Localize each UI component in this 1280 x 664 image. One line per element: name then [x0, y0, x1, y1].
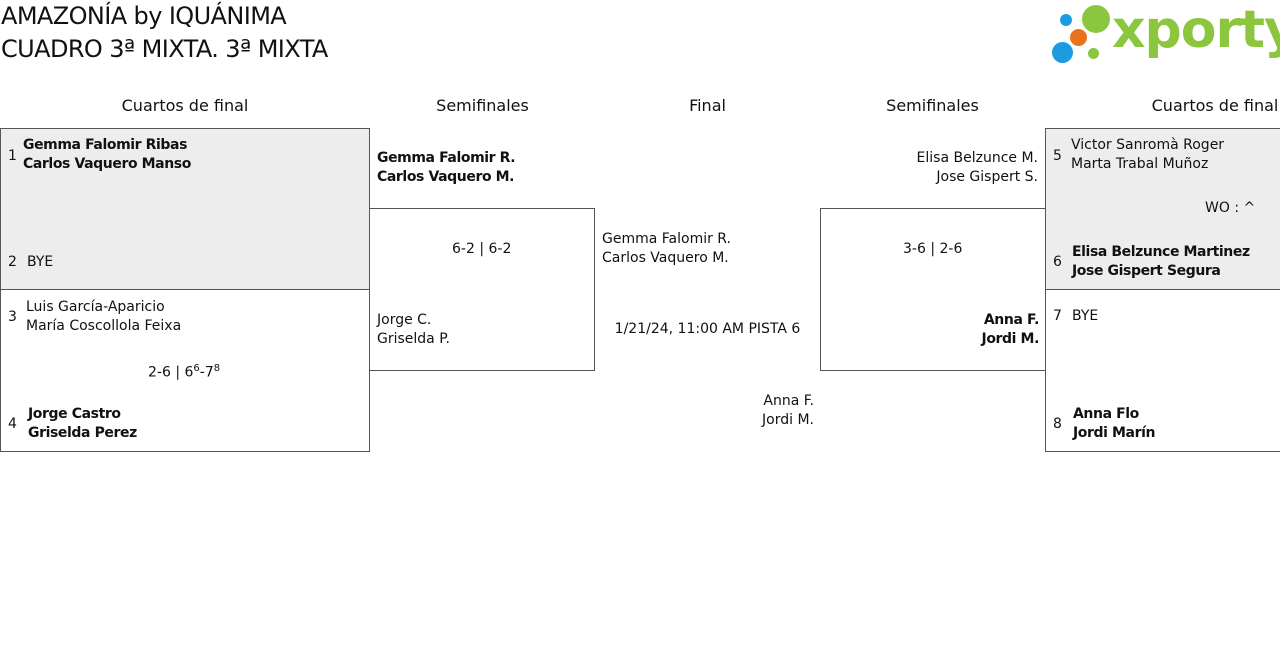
player-name[interactable]: Marta Trabal Muñoz	[1071, 156, 1209, 172]
match-score: WO : ^	[1205, 200, 1256, 216]
tiebreak-score: 8	[213, 363, 221, 374]
player-name[interactable]: Luis García-Aparicio	[26, 299, 165, 315]
seed-number: 5	[1053, 148, 1062, 164]
xporty-logo: xporty	[1050, 0, 1280, 68]
final-schedule: 1/21/24, 11:00 AM PISTA 6	[614, 321, 801, 337]
player-name[interactable]: Elisa Belzunce Martinez	[1072, 244, 1250, 260]
player-name[interactable]: Carlos Vaquero M.	[377, 169, 515, 185]
player-name[interactable]: Griselda Perez	[28, 425, 137, 441]
tiebreak-score: 6	[193, 363, 200, 374]
logo-dot-blue-small	[1060, 14, 1072, 26]
seed-number: 3	[8, 309, 17, 325]
finalist-name[interactable]: Anna F.	[763, 393, 814, 409]
bye-label: BYE	[27, 254, 54, 270]
player-name[interactable]: Jose Gispert S.	[936, 169, 1038, 185]
match-score: 6-2 | 6-2	[452, 241, 512, 257]
match-score: 2-6 | 66-78	[148, 363, 220, 381]
player-name[interactable]: Carlos Vaquero Manso	[23, 156, 191, 172]
tournament-title: AMAZONÍA by IQUÁNIMA	[1, 2, 287, 30]
left-quarter-match-1[interactable]: 1 Gemma Falomir Ribas Carlos Vaquero Man…	[0, 128, 370, 290]
player-name[interactable]: María Coscollola Feixa	[26, 318, 182, 334]
player-name[interactable]: Gemma Falomir Ribas	[23, 137, 188, 153]
score-sets: 2-6 | 6	[148, 364, 194, 381]
player-name[interactable]: Anna F.	[983, 312, 1040, 328]
logo-dot-green-small	[1088, 48, 1099, 59]
player-name[interactable]: Jorge C.	[377, 312, 432, 328]
left-quarter-match-2[interactable]: 3 Luis García-Aparicio María Coscollola …	[0, 289, 370, 452]
right-quarter-match-2[interactable]: 7 BYE 8 Anna Flo Jordi Marín	[1045, 289, 1280, 452]
right-quarter-match-1[interactable]: 5 Victor Sanromà Roger Marta Trabal Muño…	[1045, 128, 1280, 290]
finalist-name[interactable]: Carlos Vaquero M.	[602, 250, 729, 266]
bye-label: BYE	[1072, 308, 1099, 324]
seed-number: 6	[1053, 254, 1062, 270]
seed-number: 4	[8, 416, 17, 432]
finalist-name[interactable]: Gemma Falomir R.	[602, 231, 731, 247]
player-name[interactable]: Jose Gispert Segura	[1072, 263, 1221, 279]
column-header-left-semis: Semifinales	[436, 96, 529, 115]
logo-dot-orange	[1070, 29, 1087, 46]
match-score: 3-6 | 2-6	[903, 241, 963, 257]
player-name[interactable]: Elisa Belzunce M.	[916, 150, 1038, 166]
column-header-left-quarters: Cuartos de final	[121, 96, 249, 115]
player-name[interactable]: Griselda P.	[377, 331, 450, 347]
score-sets: -7	[199, 364, 214, 381]
logo-dot-blue-large	[1052, 42, 1073, 63]
player-name[interactable]: Jorge Castro	[28, 406, 121, 422]
player-name[interactable]: Anna Flo	[1073, 406, 1139, 422]
player-name[interactable]: Jordi M.	[981, 331, 1040, 347]
player-name[interactable]: Gemma Falomir R.	[377, 150, 516, 166]
left-semi-match[interactable]: 6-2 | 6-2 Jorge C. Griselda P.	[369, 208, 595, 371]
player-name[interactable]: Victor Sanromà Roger	[1071, 137, 1225, 153]
seed-number: 1	[8, 148, 17, 164]
column-header-right-semis: Semifinales	[886, 96, 979, 115]
right-semi-match[interactable]: 3-6 | 2-6 Anna F. Jordi M.	[820, 208, 1046, 371]
logo-wordmark: xporty	[1112, 0, 1280, 60]
finalist-name[interactable]: Jordi M.	[762, 412, 814, 428]
seed-number: 7	[1053, 308, 1062, 324]
seed-number: 8	[1053, 416, 1062, 432]
seed-number: 2	[8, 254, 17, 270]
column-header-right-quarters: Cuartos de final	[1151, 96, 1279, 115]
logo-dot-green-large	[1082, 5, 1110, 33]
player-name[interactable]: Jordi Marín	[1073, 425, 1156, 441]
column-header-final: Final	[689, 96, 726, 115]
draw-title: CUADRO 3ª MIXTA. 3ª MIXTA	[1, 35, 328, 63]
